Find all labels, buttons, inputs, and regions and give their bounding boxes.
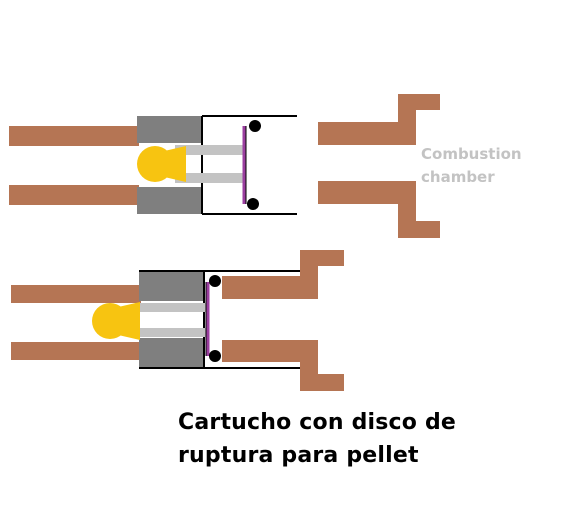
chamber-pipe-attached-lower	[222, 340, 344, 391]
pellet-bottom-nozzle	[114, 302, 140, 340]
caption-line2: ruptura para pellet	[178, 443, 419, 468]
seal-bottom-upper	[209, 275, 221, 287]
cartridge-body-bottom-lower	[139, 338, 204, 368]
bottom-assembly	[11, 250, 344, 391]
seal-bottom-lower	[209, 350, 221, 362]
seal-top-lower	[247, 198, 259, 210]
chamber-pipe-attached-upper	[222, 250, 344, 299]
plunger-rod-top-lower	[175, 173, 244, 183]
diagram-caption: Cartucho con disco de ruptura para pelle…	[178, 406, 456, 472]
cartridge-body-top-upper	[137, 116, 202, 143]
inlet-pipe-bottom-lower	[11, 342, 141, 360]
plunger-rod-bottom-lower	[139, 328, 206, 337]
cartridge-body-bottom-upper	[139, 271, 204, 301]
chamber-pipe-lower	[318, 181, 440, 238]
combustion-chamber-label: Combustion chamber	[421, 143, 522, 189]
combustion-label-line2: chamber	[421, 168, 495, 186]
pellet-top-nozzle	[160, 146, 186, 182]
inlet-pipe-bottom-upper	[11, 285, 141, 303]
cartridge-body-top-lower	[137, 187, 202, 214]
inlet-pipe-top-upper	[9, 126, 139, 146]
caption-line1: Cartucho con disco de	[178, 410, 457, 435]
combustion-label-line1: Combustion	[421, 145, 522, 163]
chamber-pipe-upper	[318, 94, 440, 145]
inlet-pipe-top-lower	[9, 185, 139, 205]
seal-top-upper	[249, 120, 261, 132]
plunger-rod-bottom-upper	[139, 303, 206, 312]
top-assembly	[9, 94, 440, 238]
plunger-rod-top-upper	[175, 145, 244, 155]
